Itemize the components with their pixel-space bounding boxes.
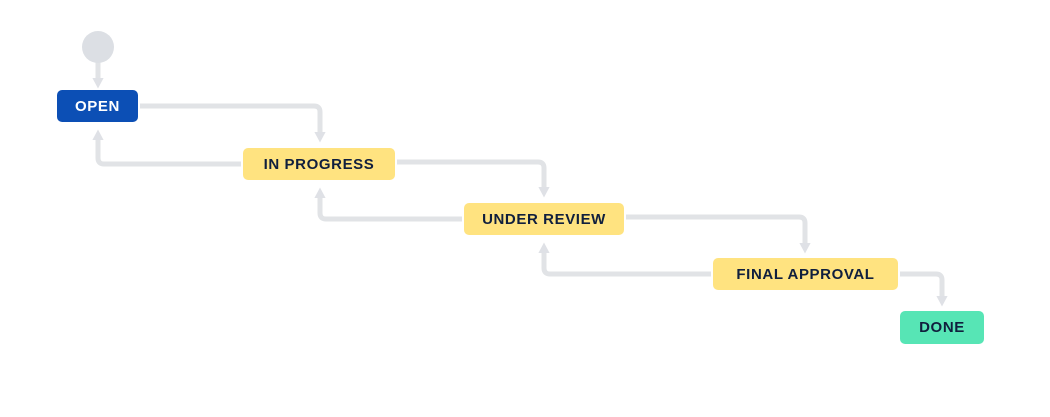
edge-in-progress-to-open [95,140,241,167]
arrowhead-final-approval-to-done [936,296,948,307]
arrowhead-in-progress-to-open [92,129,104,140]
arrowhead-final-approval-to-under-review [538,242,550,253]
status-node-in-progress[interactable]: IN PROGRESS [243,148,395,180]
status-node-final-approval[interactable]: FINAL APPROVAL [713,258,898,290]
status-node-under-review[interactable]: UNDER REVIEW [464,203,624,235]
start-node-circle-icon [82,31,114,63]
status-node-open-label: OPEN [75,97,120,115]
status-node-open[interactable]: OPEN [57,90,138,122]
status-node-done[interactable]: DONE [900,311,984,344]
arrowhead-open-to-in-progress [314,132,326,143]
arrowhead-under-review-to-final-approval [799,243,811,254]
edge-open-to-in-progress [140,103,323,132]
status-node-done-label: DONE [919,319,965,336]
status-node-in-progress-label: IN PROGRESS [263,155,375,173]
arrowhead-in-progress-to-under-review [538,187,550,198]
edge-in-progress-to-under-review [397,159,547,187]
edge-final-approval-to-under-review [541,253,711,277]
edge-final-approval-to-done [900,271,945,296]
arrowhead-start-to-open [92,78,104,89]
status-node-under-review-label: UNDER REVIEW [482,210,606,228]
edge-under-review-to-final-approval [626,214,808,243]
status-node-final-approval-label: FINAL APPROVAL [736,265,875,283]
arrowhead-under-review-to-in-progress [314,187,326,198]
edge-under-review-to-in-progress [317,198,462,222]
